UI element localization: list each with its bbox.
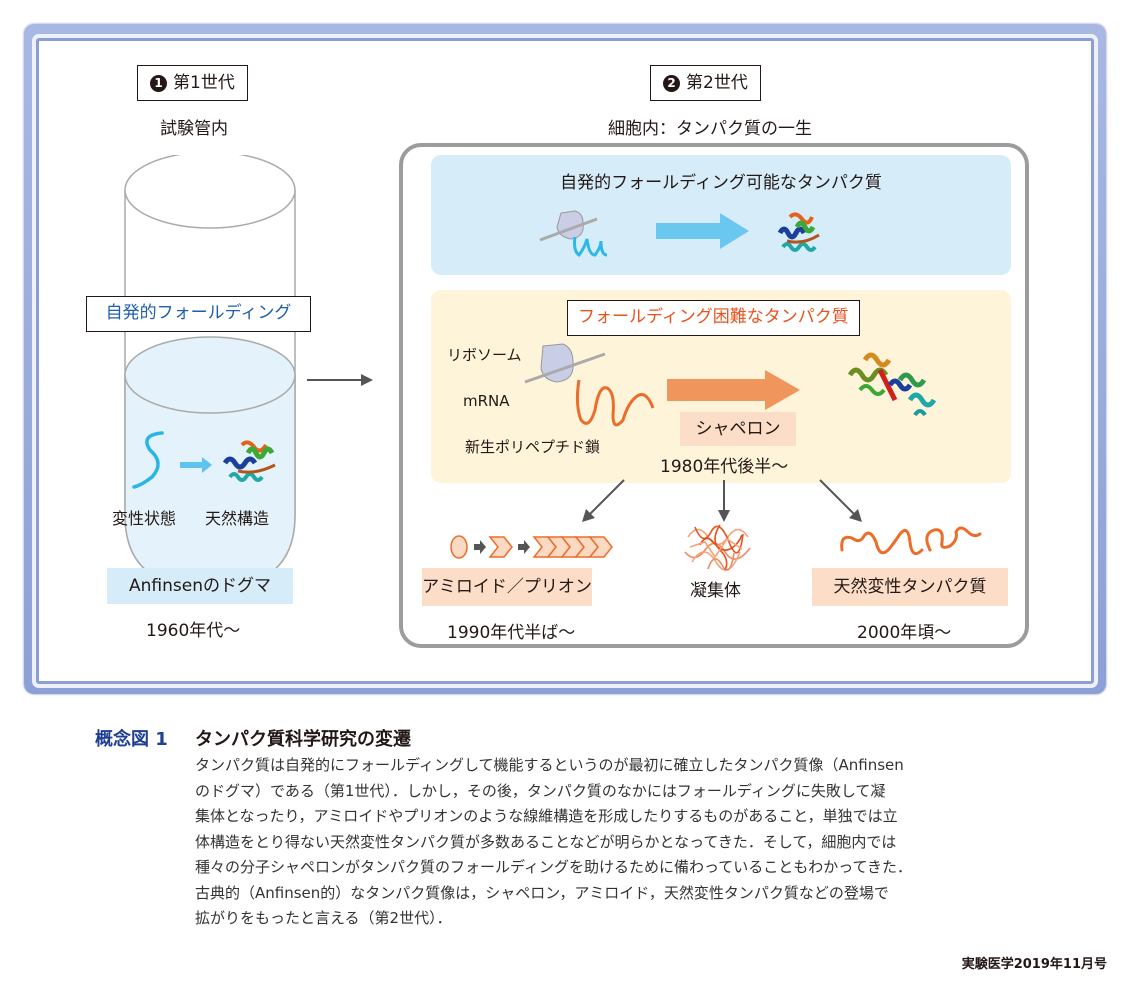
native-protein-structure-icon	[222, 440, 276, 482]
generation1-title: 第1世代	[173, 73, 235, 93]
generation1-subtitle: 試験管内	[160, 119, 228, 139]
arrow-to-idp-icon	[819, 479, 862, 522]
number-1-icon: 1	[150, 75, 167, 92]
amyloid-era: 1990年代半ば〜	[447, 623, 576, 643]
tube-opening	[124, 155, 296, 229]
intrinsically-disordered-protein-icon	[840, 526, 982, 556]
generation1-era: 1960年代〜	[146, 621, 241, 641]
denatured-state-label: 変性状態	[112, 509, 177, 528]
nascent-chain-icon	[573, 236, 608, 258]
chaperone-label: シャペロン	[680, 412, 796, 446]
generation1-badge: 1 第1世代	[137, 65, 248, 101]
complex-protein-structure-icon	[847, 352, 937, 417]
ribosome-label: リボソーム	[447, 346, 522, 364]
chaperone-era: 1980年代後半〜	[660, 457, 789, 477]
folding-arrow-icon	[656, 213, 749, 249]
arrow-to-amyloid-icon	[582, 479, 625, 522]
chaperone-arrow-icon	[667, 370, 800, 410]
liquid-surface	[124, 336, 296, 414]
native-structure-label: 天然構造	[205, 509, 270, 528]
spontaneous-folding-illustration	[539, 210, 820, 258]
nascent-chain-label: 新生ポリペプチド鎖	[465, 438, 601, 456]
arrow-to-aggregate-icon	[718, 480, 730, 522]
caption-body: タンパク質は自発的にフォールディングして機能するというのが最初に確立したタンパク…	[195, 753, 1065, 932]
caption-line: 体構造をとり得ない天然変性タンパク質が多数あることなどが明らかとなってきた．そし…	[195, 832, 897, 851]
native-protein-structure-icon	[777, 212, 820, 252]
generation2-badge: 2 第2世代	[650, 65, 761, 101]
difficult-panel-title: フォールディング困難なタンパク質	[567, 300, 860, 336]
nascent-chain-icon	[575, 379, 655, 427]
generation2-title: 第2世代	[686, 73, 748, 93]
ribosome-icon	[540, 343, 574, 383]
caption-line: 古典的（Anfinsen的）なタンパク質像は，シャペロン，アミロイド，天然変性タ…	[195, 883, 889, 902]
caption-line: 種々の分子シャペロンがタンパク質のフォールディングを助けるために備わっていること…	[195, 858, 913, 876]
caption-title: タンパク質科学研究の変遷	[195, 729, 411, 750]
idp-era: 2000年頃〜	[857, 623, 952, 643]
tube-liquid	[125, 375, 295, 585]
denatured-chain-icon	[132, 431, 164, 489]
caption-line: 集体となったり，アミロイドやプリオンのような線維構造を形成したりするものがあるこ…	[195, 807, 898, 825]
generation2-subtitle: 細胞内：タンパク質の一生	[608, 119, 812, 139]
amyloid-formation-icon	[450, 535, 613, 559]
spontaneous-folding-label: 自発的フォールディング	[86, 296, 311, 332]
aggregate-label: 凝集体	[690, 581, 741, 601]
arrow-icon	[180, 457, 212, 473]
test-tube	[124, 155, 296, 586]
idp-label: 天然変性タンパク質	[812, 568, 1008, 606]
generation-arrow-icon	[307, 374, 373, 386]
anfinsen-dogma-label: Anfinsenのドグマ	[107, 568, 293, 604]
translation-illustration	[524, 343, 655, 427]
caption-line: タンパク質は自発的にフォールディングして機能するというのが最初に確立したタンパク…	[195, 756, 904, 774]
aggregate-icon	[684, 524, 751, 571]
mrna-strand	[539, 217, 598, 242]
folding-illustration	[132, 431, 276, 489]
outcome-arrows	[582, 479, 862, 522]
spontaneous-panel-title: 自発的フォールディング可能なタンパク質	[560, 173, 882, 193]
source-citation: 実験医学2019年11月号	[961, 957, 1107, 972]
mrna-strand	[524, 352, 606, 384]
number-2-icon: 2	[663, 75, 680, 92]
caption-line: 拡がりをもったと言える（第2世代）．	[195, 909, 452, 927]
caption-figure-number: 概念図 1	[95, 729, 168, 750]
mrna-label: mRNA	[463, 392, 510, 410]
caption-line: のドグマ）である（第1世代）．しかし，その後，タンパク質のなかにはフォールディン…	[195, 781, 886, 800]
amyloid-prion-label: アミロイド／プリオン	[422, 568, 592, 606]
